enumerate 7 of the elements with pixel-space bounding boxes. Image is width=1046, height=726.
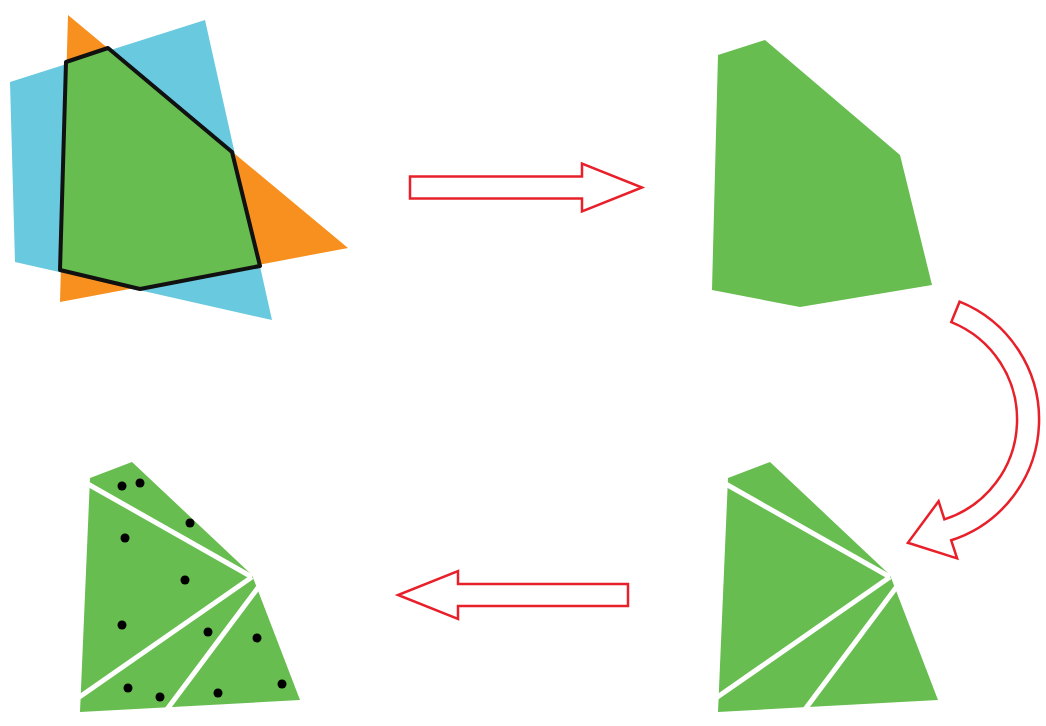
block-arrow (906, 300, 1041, 560)
triangulated-polygon-drawing (718, 462, 938, 712)
block-arrow (394, 569, 630, 621)
polygon-drawing (712, 40, 932, 307)
block-arrow (408, 161, 646, 214)
overlapping-polygons-drawing (10, 15, 348, 322)
triangulated-polygon-with-points-drawing (80, 462, 300, 712)
